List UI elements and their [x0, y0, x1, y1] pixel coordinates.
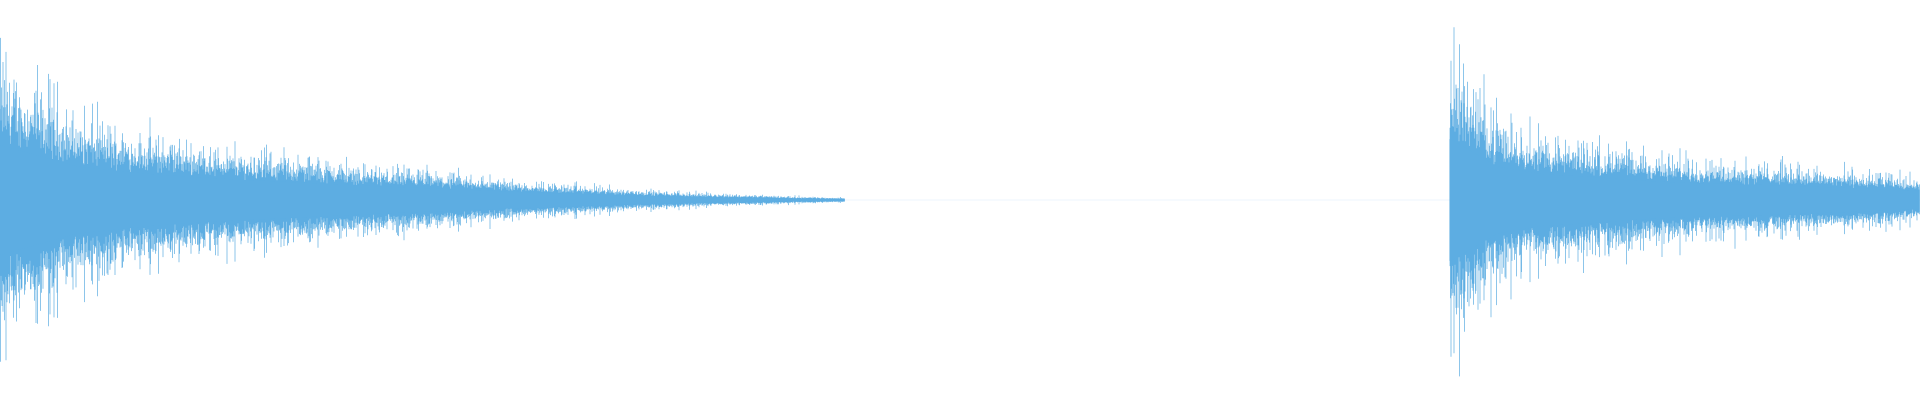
waveform-clip-1[interactable]: [0, 37, 845, 362]
waveform-clip-1-core: [0, 145, 845, 255]
waveform-clip-2[interactable]: [1449, 27, 1920, 377]
waveform-clip-2-core: [1449, 139, 1920, 261]
waveform-clips: [0, 27, 1920, 377]
